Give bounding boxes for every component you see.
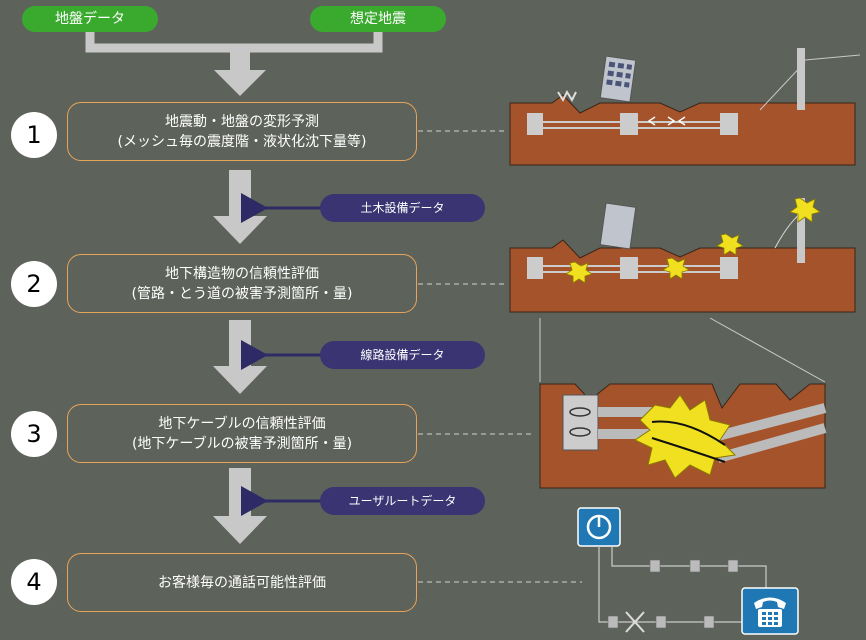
zoom-line-right	[709, 317, 826, 383]
step-box-1: 地震動・地盤の変形予測 (メッシュ毎の震度階・液状化沈下量等)	[67, 102, 417, 161]
step-number-4: 4	[11, 559, 57, 605]
telephone-icon	[741, 587, 799, 635]
data-badge-user-route: ユーザルートデータ	[320, 487, 485, 515]
input-merge-connector	[85, 32, 383, 53]
step-detail: (管路・とう道の被害予測箇所・量)	[131, 285, 353, 302]
illustration-structure-damage	[509, 197, 856, 313]
flow-arrow-4	[213, 468, 267, 544]
step-detail: (メッシュ毎の震度階・液状化沈下量等)	[117, 133, 367, 150]
step-title: 地震動・地盤の変形予測	[165, 113, 319, 130]
step-box-4: お客様毎の通話可能性評価	[67, 553, 417, 612]
flow-arrow-3	[213, 320, 267, 394]
break-mark-icon	[625, 611, 645, 633]
flow-arrow-2	[213, 170, 267, 244]
building-icon	[599, 55, 637, 103]
step-number-3: 3	[11, 411, 57, 457]
step-box-3: 地下ケーブルの信頼性評価 (地下ケーブルの被害予測箇所・量)	[67, 404, 417, 463]
data-badge-line-facilities: 線路設備データ	[320, 341, 485, 369]
exchange-icon	[577, 507, 621, 547]
step-number-1: 1	[11, 112, 57, 158]
step-title: 地下構造物の信頼性評価	[165, 265, 319, 282]
damage-burst-icon	[565, 197, 821, 284]
power-pole-icon	[759, 48, 861, 111]
illustration-cable-damage	[539, 383, 827, 489]
data-badge-civil-facilities: 土木設備データ	[320, 194, 485, 222]
flow-arrow-1	[214, 48, 266, 96]
step-number-2: 2	[11, 261, 57, 307]
input-pill-ground-data: 地盤データ	[22, 6, 158, 32]
illustration-ground-deformation	[509, 48, 861, 166]
step-box-2: 地下構造物の信頼性評価 (管路・とう道の被害予測箇所・量)	[67, 254, 417, 313]
step-detail: (地下ケーブルの被害予測箇所・量)	[131, 435, 353, 452]
input-pill-assumed-earthquake: 想定地震	[310, 6, 446, 32]
step-title: お客様毎の通話可能性評価	[158, 574, 326, 591]
step-title: 地下ケーブルの信頼性評価	[158, 415, 326, 432]
illustration-call-route	[577, 507, 799, 635]
